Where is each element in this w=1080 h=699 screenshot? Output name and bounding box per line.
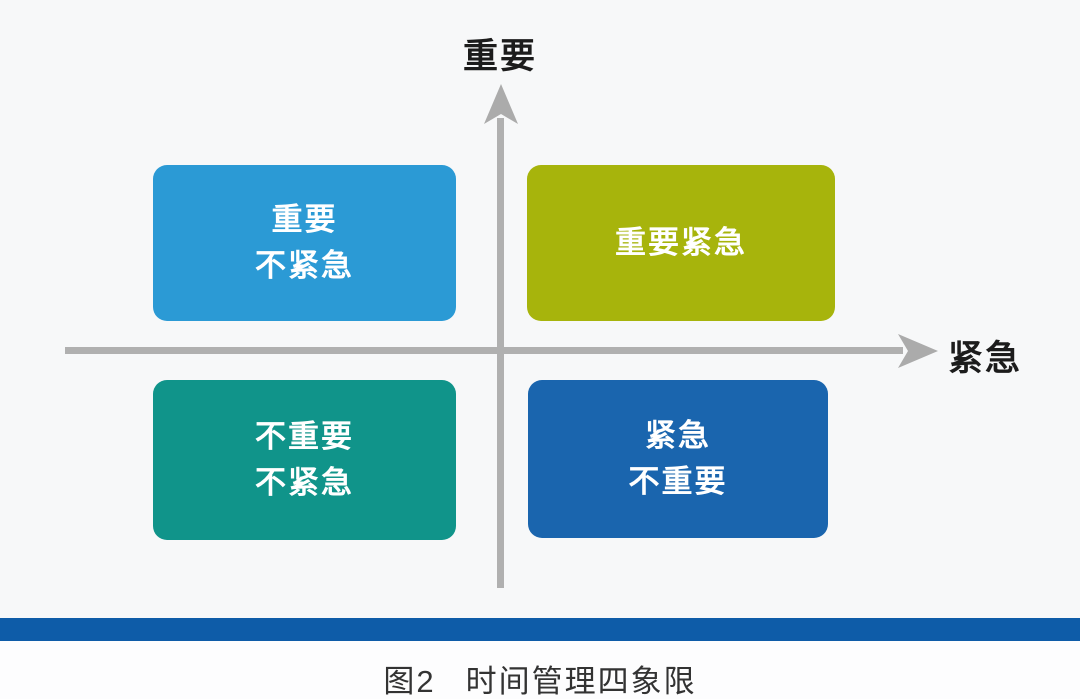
x-axis-line — [65, 347, 903, 354]
x-axis-label: 紧急 — [948, 339, 1023, 378]
quadrant-label-line: 不紧急 — [255, 248, 354, 283]
figure-caption: 图2 时间管理四象限 — [0, 656, 1080, 699]
figure-number: 图2 — [383, 664, 436, 699]
quadrant-label-line: 不重要 — [255, 419, 354, 454]
quadrant-label-line: 紧急 — [645, 418, 711, 453]
divider-bar — [0, 618, 1080, 641]
y-axis-label: 重要 — [462, 37, 537, 76]
footer-background — [0, 641, 1080, 699]
quadrant-label-line: 不重要 — [628, 464, 728, 499]
quadrant-important-urgent: 重要紧急 — [527, 160, 848, 321]
quadrant-label-line: 重要 — [271, 202, 338, 237]
quadrant-label-line: 重要紧急 — [615, 225, 747, 260]
up-arrowhead-icon — [484, 84, 518, 124]
quadrant-important-not-urgent: 重要 不紧急 — [153, 160, 469, 321]
quadrant-label-line: 不紧急 — [255, 465, 354, 500]
figure-title: 时间管理四象限 — [465, 664, 697, 699]
quadrant-urgent-not-important: 紧急 不重要 — [528, 375, 841, 538]
right-arrowhead-icon — [898, 334, 938, 368]
quadrant-not-important-not-urgent: 不重要 不紧急 — [153, 375, 469, 540]
